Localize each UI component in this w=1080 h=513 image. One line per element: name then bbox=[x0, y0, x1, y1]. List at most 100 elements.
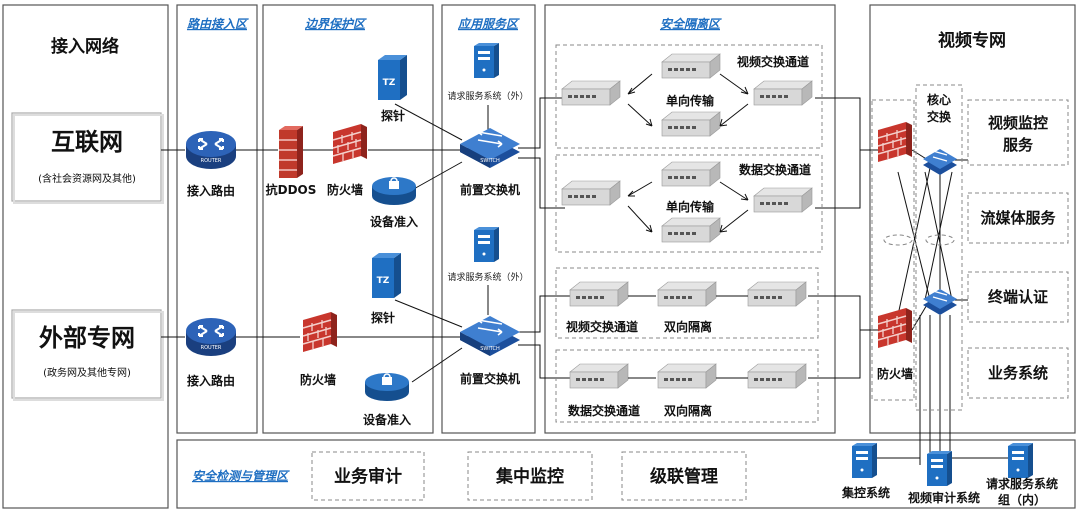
request-internal-icon bbox=[1008, 443, 1033, 478]
core-switch-icon-upper bbox=[922, 148, 958, 176]
probe-icon-text: TZ bbox=[383, 78, 396, 88]
app-service-zone-title: 应用服务区 bbox=[457, 17, 520, 31]
request-internal-line1: 请求服务系统 bbox=[986, 476, 1058, 491]
data-channel-box-lower bbox=[555, 349, 819, 423]
arrow-icon bbox=[719, 103, 749, 127]
mgmt-zone bbox=[176, 439, 1076, 509]
router-label-upper: 接入路由 bbox=[187, 183, 235, 198]
internet-sub: (含社会资源网及其他) bbox=[38, 172, 136, 185]
arrow-icon bbox=[627, 103, 653, 127]
video-channel-label-lower: 视频交换通道 bbox=[566, 319, 638, 334]
firewall-label-video: 防火墙 bbox=[877, 366, 913, 381]
front-switch-icon-upper: SWITCH bbox=[459, 127, 521, 169]
probe-icon-upper: TZ bbox=[378, 55, 407, 100]
router-icon-text: ROUTER bbox=[201, 158, 222, 164]
data-channel-box-upper bbox=[555, 154, 823, 253]
two-way-label-upper: 双向隔离 bbox=[664, 319, 712, 334]
control-system-label: 集控系统 bbox=[841, 485, 890, 500]
arrow-icon bbox=[627, 73, 653, 95]
two-way-label-lower: 双向隔离 bbox=[664, 403, 712, 418]
device-access-label-lower: 设备准入 bbox=[363, 412, 411, 427]
firewall-icon-upper bbox=[332, 123, 368, 165]
probe-label-lower: 探针 bbox=[371, 310, 395, 325]
video-channel-box-lower bbox=[555, 267, 819, 339]
front-switch-label-upper: 前置交换机 bbox=[460, 182, 520, 197]
video-audit-label: 视频审计系统 bbox=[908, 490, 980, 505]
anti-ddos-label: 抗DDOS bbox=[266, 182, 317, 197]
switch-icon-text: SWITCH bbox=[480, 158, 500, 164]
external-net-sub: (政务网及其他专网) bbox=[43, 366, 131, 379]
routing-zone bbox=[176, 4, 258, 434]
router-icon-text-lower: ROUTER bbox=[201, 345, 222, 351]
appliance-icon bbox=[569, 281, 629, 307]
firewall-label-upper: 防火墙 bbox=[327, 182, 363, 197]
cascade-label: 级联管理 bbox=[650, 466, 718, 487]
audit-label: 业务审计 bbox=[334, 466, 402, 487]
device-access-icon-upper bbox=[372, 177, 416, 205]
video-net-title: 视频专网 bbox=[938, 30, 1006, 51]
internet-name: 互联网 bbox=[51, 128, 123, 156]
data-channel-label-upper: 数据交换通道 bbox=[739, 162, 811, 177]
router-icon-upper: ROUTER bbox=[185, 130, 237, 170]
access-network-title: 接入网络 bbox=[51, 36, 119, 57]
video-monitor-service: 视频监控 服务 bbox=[967, 99, 1069, 166]
router-label-lower: 接入路由 bbox=[187, 373, 235, 388]
audit-box: 业务审计 bbox=[311, 451, 425, 501]
boundary-zone-title: 边界保护区 bbox=[304, 17, 367, 31]
external-net-name: 外部专网 bbox=[39, 324, 135, 352]
streaming-label: 流媒体服务 bbox=[980, 209, 1056, 227]
streaming-service: 流媒体服务 bbox=[967, 192, 1069, 244]
device-access-icon-lower bbox=[365, 373, 409, 401]
isolation-zone-title: 安全隔离区 bbox=[660, 17, 722, 31]
access-network-zone bbox=[2, 4, 169, 509]
cascade-box: 级联管理 bbox=[621, 451, 747, 501]
core-switch-box bbox=[915, 84, 963, 411]
lower-links bbox=[161, 285, 878, 383]
upper-links bbox=[161, 97, 878, 209]
two-way-device-icon bbox=[657, 281, 717, 307]
control-system-icon bbox=[852, 443, 877, 478]
business-label: 业务系统 bbox=[988, 364, 1048, 382]
appliance-icon bbox=[569, 363, 629, 389]
request-service-ext-label-upper: 请求服务系统（外） bbox=[447, 90, 528, 102]
external-net-box: 外部专网 (政务网及其他专网) bbox=[11, 309, 164, 401]
firewall-icon-video-lower bbox=[877, 307, 913, 349]
appliance-icon bbox=[747, 281, 807, 307]
request-internal-line2: 组（内） bbox=[998, 492, 1046, 507]
one-way-device-icon bbox=[661, 111, 721, 137]
arrow-icon bbox=[719, 209, 749, 233]
anti-ddos-icon bbox=[279, 126, 303, 178]
request-service-ext-icon-lower bbox=[474, 227, 499, 262]
device-access-label-upper: 设备准入 bbox=[370, 214, 418, 229]
video-channel-label-upper: 视频交换通道 bbox=[737, 54, 809, 69]
core-switch-label-line1: 核心 bbox=[927, 92, 951, 107]
one-way-label-upper: 单向传输 bbox=[666, 93, 715, 108]
monitor-label: 集中监控 bbox=[495, 466, 564, 487]
appliance-icon bbox=[753, 187, 813, 213]
routing-zone-title: 路由接入区 bbox=[187, 17, 249, 31]
one-way-device-icon bbox=[661, 217, 721, 243]
video-net-zone bbox=[869, 4, 1076, 434]
one-way-device-icon bbox=[661, 161, 721, 187]
data-channel-label-lower: 数据交换通道 bbox=[568, 403, 640, 418]
router-icon-lower: ROUTER bbox=[185, 317, 237, 357]
core-switch-label-line2: 交换 bbox=[927, 109, 952, 124]
firewall-label-lower: 防火墙 bbox=[300, 372, 336, 387]
terminal-auth-label: 终端认证 bbox=[988, 288, 1048, 306]
arrow-icon bbox=[719, 73, 749, 95]
probe-icon-lower: TZ bbox=[372, 253, 401, 298]
request-service-ext-label-lower: 请求服务系统（外） bbox=[447, 271, 528, 283]
appliance-icon bbox=[561, 180, 621, 206]
video-monitor-line2: 服务 bbox=[1003, 136, 1034, 154]
appliance-icon bbox=[753, 80, 813, 106]
mgmt-zone-title: 安全检测与管理区 bbox=[192, 469, 290, 483]
firewall-group-box bbox=[871, 99, 915, 401]
arrow-icon bbox=[627, 181, 653, 197]
terminal-auth-service: 终端认证 bbox=[967, 271, 1069, 323]
video-audit-icon bbox=[927, 451, 952, 486]
firewall-icon-lower bbox=[302, 311, 338, 353]
switch-icon-text-lower: SWITCH bbox=[480, 346, 500, 352]
app-service-zone bbox=[441, 4, 536, 434]
firewall-icon-video-upper bbox=[877, 121, 913, 163]
